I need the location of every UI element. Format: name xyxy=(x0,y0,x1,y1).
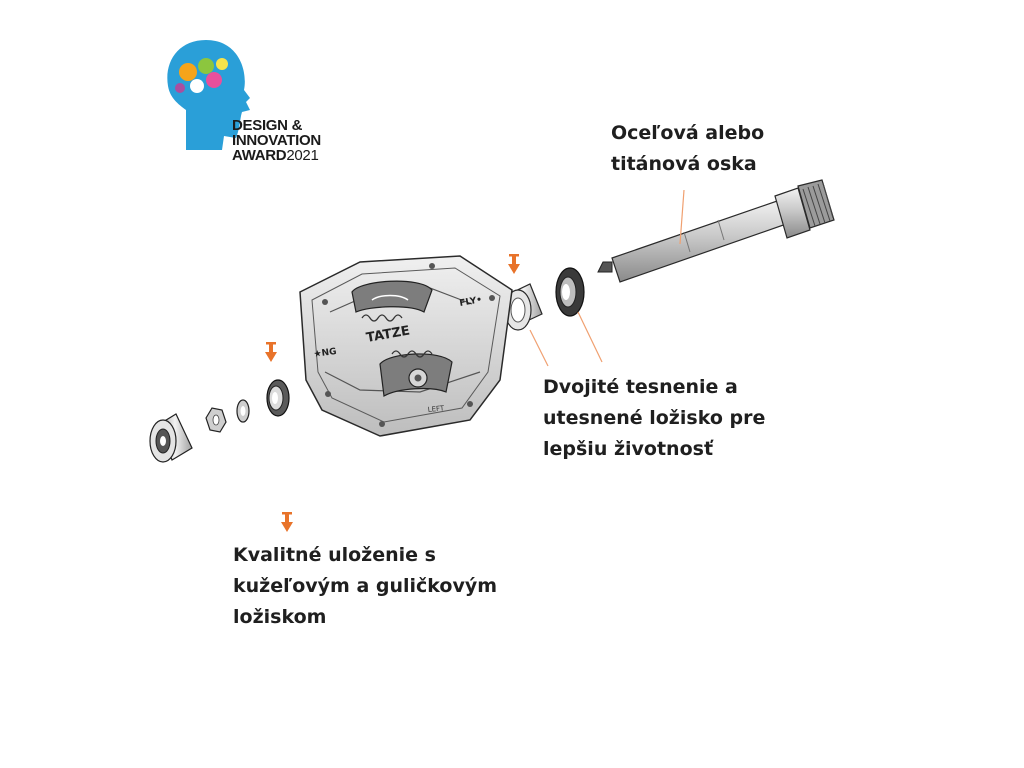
label-bearing-line-2: kužeľovým a guličkovým xyxy=(233,575,498,597)
leader-lines xyxy=(529,189,685,367)
pedal-body: TATZE ★NG FLY• LEFT xyxy=(299,255,513,437)
award-line-3: AWARD2021 xyxy=(232,148,321,163)
label-seal-line-1: Dvojité tesnenie a xyxy=(543,376,738,398)
pedal-model-left: ★NG xyxy=(313,347,337,360)
down-arrow-icon xyxy=(281,512,293,532)
label-seal-line-2: utesnené ložisko pre xyxy=(543,407,766,429)
pedal-side-mark: LEFT xyxy=(427,404,445,414)
label-seal-line-3: lepšiu životnosť xyxy=(543,438,714,460)
award-word: AWARD xyxy=(232,147,287,164)
washer xyxy=(236,399,250,423)
leader-line-seal xyxy=(577,311,603,363)
end-cap xyxy=(149,413,193,463)
leader-line-axle xyxy=(679,189,685,245)
label-bearing-line-3: ložiskom xyxy=(233,606,327,628)
cone-nut xyxy=(205,407,227,433)
pedal-axle xyxy=(597,179,835,283)
label-axle: Oceľová alebo titánová oska xyxy=(611,118,764,180)
down-arrow-icon xyxy=(265,342,277,362)
ball-bearing xyxy=(266,379,290,417)
pedal-model-right: FLY• xyxy=(459,295,483,309)
award-line-2: INNOVATION xyxy=(232,132,321,149)
award-year: 2021 xyxy=(286,147,319,164)
sealed-bearing-sleeve xyxy=(504,283,543,331)
double-seal-ring xyxy=(555,267,585,317)
label-seal: Dvojité tesnenie a utesnené ložisko pre … xyxy=(543,372,765,465)
award-head-icon xyxy=(167,40,250,150)
award-line-1: DESIGN & xyxy=(232,117,303,134)
leader-line-sleeve xyxy=(529,329,549,367)
award-badge-text: DESIGN & INNOVATION AWARD2021 xyxy=(232,118,321,163)
down-arrow-icon xyxy=(508,254,520,274)
label-bearing-line-1: Kvalitné uloženie s xyxy=(233,544,436,566)
label-axle-line-2: titánová oska xyxy=(611,153,757,175)
label-axle-line-1: Oceľová alebo xyxy=(611,122,765,144)
label-bearing: Kvalitné uloženie s kužeľovým a guličkov… xyxy=(233,540,497,633)
